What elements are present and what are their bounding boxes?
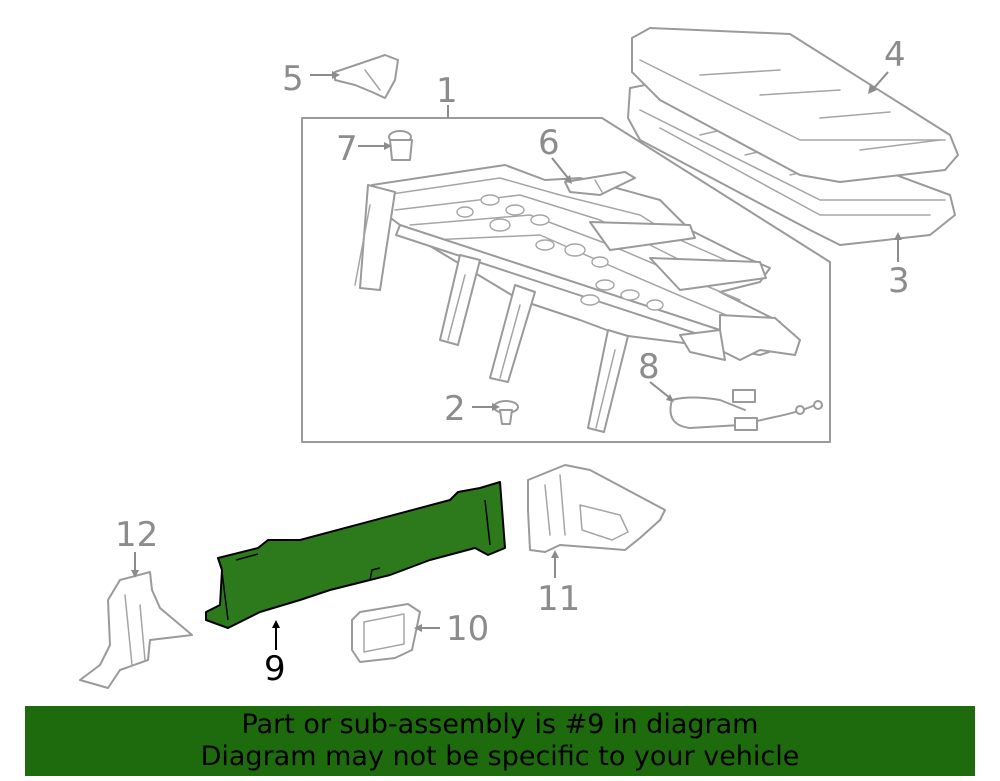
callout-5: 5 xyxy=(282,59,304,99)
callout-12: 12 xyxy=(115,515,158,555)
parts-diagram: 1 2 3 4 5 6 7 8 9 10 11 12 xyxy=(79,27,959,689)
callout-2: 2 xyxy=(444,389,466,429)
callout-9: 9 xyxy=(264,649,286,689)
callout-11: 11 xyxy=(537,579,580,619)
part-2-clip[interactable] xyxy=(493,400,519,425)
info-banner: Part or sub-assembly is #9 in diagram Di… xyxy=(25,706,975,776)
part-9-panel[interactable] xyxy=(205,481,506,629)
callout-7: 7 xyxy=(336,129,358,169)
banner-line-2: Diagram may not be specific to your vehi… xyxy=(200,741,800,772)
callout-3: 3 xyxy=(888,261,910,301)
part-12-side-trim[interactable] xyxy=(79,571,193,689)
callout-4: 4 xyxy=(884,35,906,75)
callout-1: 1 xyxy=(436,71,458,111)
part-1-frame-box xyxy=(301,105,831,443)
part-8-wire-harness[interactable] xyxy=(669,389,823,431)
part-6-plate[interactable] xyxy=(564,171,636,196)
part-4-cushion-cover[interactable] xyxy=(631,27,959,183)
part-5-bracket[interactable] xyxy=(334,54,399,99)
part-10-cover[interactable] xyxy=(351,603,421,663)
part-11-side-trim[interactable] xyxy=(527,464,666,553)
callout-6: 6 xyxy=(538,123,560,163)
part-1-seat-frame[interactable] xyxy=(354,164,801,433)
part-7-clip[interactable] xyxy=(388,130,413,161)
banner-line-1: Part or sub-assembly is #9 in diagram xyxy=(241,709,759,740)
callout-8: 8 xyxy=(638,347,660,387)
callout-leaders xyxy=(131,71,902,650)
callout-10: 10 xyxy=(446,609,489,649)
